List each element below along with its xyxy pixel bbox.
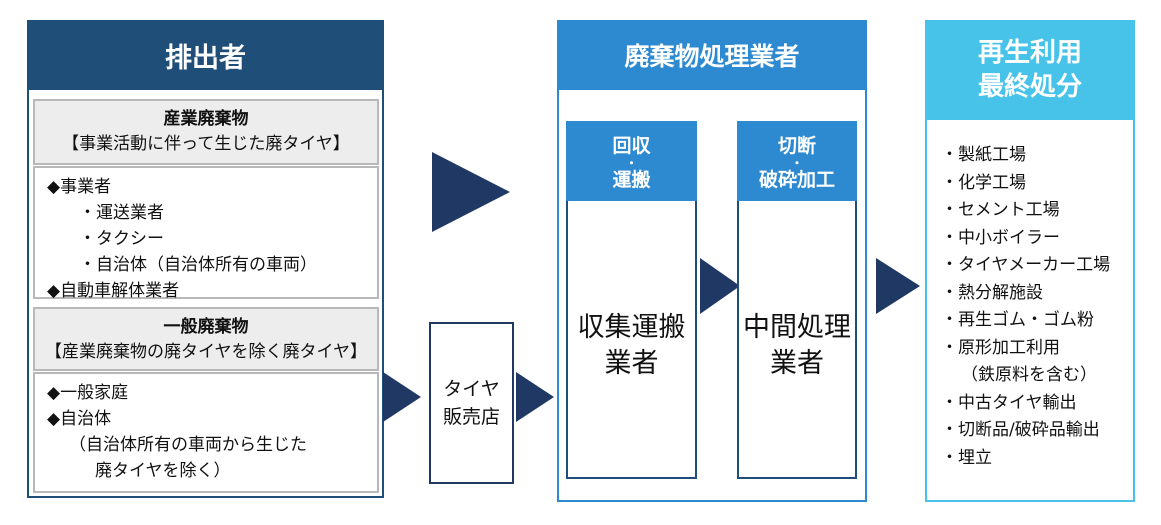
collection-label-line2: 業者 (604, 348, 659, 379)
list-item: （自治体所有の車両から生じた (69, 435, 307, 455)
tire-shop-label-line1: タイヤ (443, 378, 500, 400)
industrial-waste-header: 産業廃棄物 【事業活動に伴って生じた廃タイヤ】 (33, 99, 379, 165)
intermediate-label: 中間処理 業者 (737, 310, 857, 382)
list-item: ・中小ボイラー (941, 227, 1060, 248)
list-item: 廃タイヤを除く） (95, 461, 231, 481)
recycling-title-line1: 再生利用 (977, 38, 1082, 68)
flow-arrow-icon (432, 152, 510, 232)
list-item: ・セメント工場 (941, 200, 1060, 220)
tire-shop-box: タイヤ 販売店 (429, 322, 514, 484)
intermediate-label-line1: 中間処理 (743, 312, 851, 343)
list-item: ・熱分解施設 (941, 282, 1043, 303)
intermediate-head-line2: 破砕加工 (758, 169, 835, 191)
list-item: ・切断品/破砕品輸出 (941, 420, 1100, 440)
intermediate-label-line2: 業者 (770, 348, 824, 379)
list-item: ◆事業者 (47, 177, 112, 197)
list-item: ・再生ゴム・ゴム粉 (941, 310, 1094, 330)
list-item: ◆一般家庭 (47, 383, 129, 403)
list-item: ・中古タイヤ輸出 (941, 392, 1077, 413)
list-item: ◆自動車解体業者 (47, 281, 180, 301)
list-item: ・運送業者 (79, 203, 164, 223)
recycling-header: 再生利用 最終処分 (925, 20, 1135, 120)
tire-shop-label-line2: 販売店 (442, 406, 500, 428)
list-item: ◆自治体 (47, 409, 112, 429)
general-waste-subtitle: 【産業廃棄物の廃タイヤを除く廃タイヤ】 (45, 342, 367, 362)
processors-header: 廃棄物処理業者 (557, 20, 867, 90)
collection-head-line1: 回収 (612, 135, 651, 157)
list-item: ・化学工場 (941, 172, 1026, 193)
list-item: （鉄原料を含む） (961, 365, 1097, 385)
industrial-waste-subtitle: 【事業活動に伴って生じた廃タイヤ】 (62, 134, 350, 154)
list-item: ・原形加工利用 (941, 337, 1060, 358)
general-waste-title: 一般廃棄物 (163, 317, 249, 337)
industrial-waste-title: 産業廃棄物 (163, 109, 249, 129)
list-item: ・タイヤメーカー工場 (941, 255, 1111, 275)
intermediate-header: 切断 ・ 破砕加工 (737, 121, 857, 201)
general-waste-list: ◆一般家庭 ◆自治体 （自治体所有の車両から生じた 廃タイヤを除く） (33, 372, 379, 493)
flow-arrow-icon (876, 258, 920, 314)
flow-arrow-icon (383, 372, 421, 422)
list-item: ・自治体（自治体所有の車両） (79, 255, 317, 275)
list-item: ・タクシー (79, 229, 164, 249)
intermediate-head-dot: ・ (790, 156, 803, 170)
collection-head-dot: ・ (625, 156, 638, 170)
recycling-title-line2: 最終処分 (977, 72, 1082, 102)
list-item: ・埋立 (941, 447, 992, 468)
flow-arrow-icon (516, 372, 554, 422)
collection-head-line2: 運搬 (612, 169, 651, 191)
collection-label-line1: 収集運搬 (577, 312, 686, 343)
industrial-waste-list: ◆事業者 ・運送業者 ・タクシー ・自治体（自治体所有の車両） ◆自動車解体業者 (33, 166, 379, 301)
collection-header: 回収 ・ 運搬 (566, 121, 697, 201)
flow-arrow-icon (700, 258, 740, 314)
recycling-list: ・製紙工場 ・化学工場 ・セメント工場 ・中小ボイラー ・タイヤメーカー工場 ・… (941, 142, 1110, 472)
list-item: ・製紙工場 (941, 145, 1026, 165)
collection-label: 収集運搬 業者 (566, 310, 697, 382)
general-waste-header: 一般廃棄物 【産業廃棄物の廃タイヤを除く廃タイヤ】 (33, 307, 379, 371)
intermediate-head-line1: 切断 (777, 135, 816, 157)
emitters-header: 排出者 (27, 20, 384, 90)
